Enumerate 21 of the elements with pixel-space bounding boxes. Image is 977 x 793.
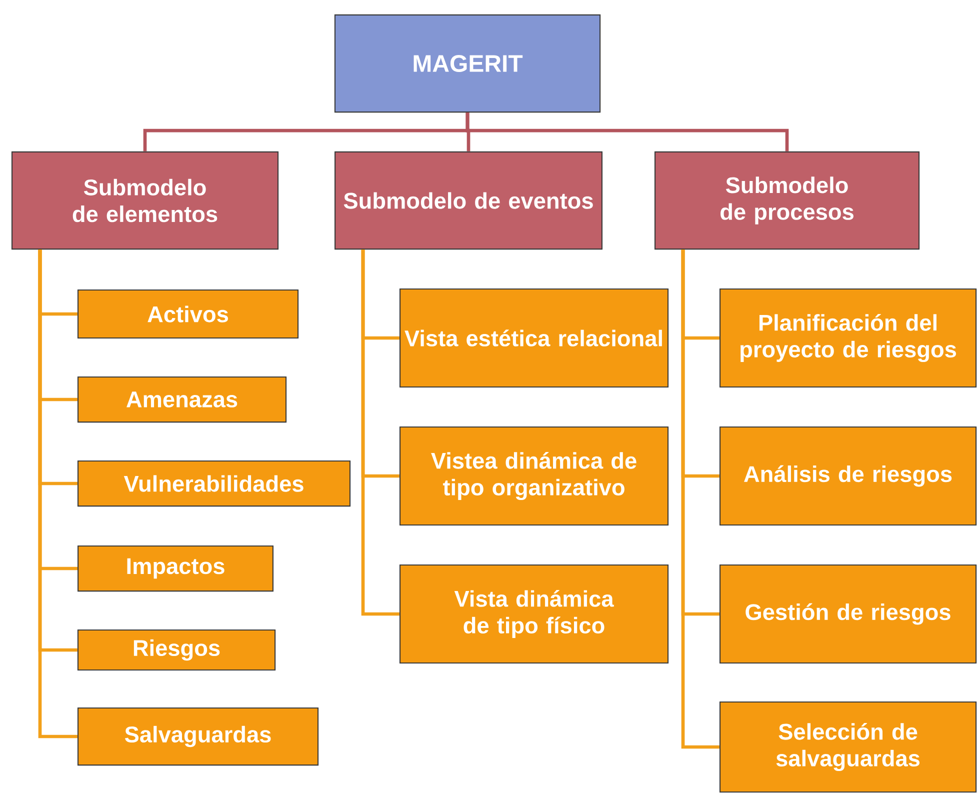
item-box: Salvaguardas <box>77 707 319 766</box>
submodel-box: Submodelo de elementos <box>11 151 279 250</box>
item-box: Amenazas <box>77 376 287 423</box>
item-box: Vista estética relacional <box>399 288 669 388</box>
root-box: MAGERIT <box>334 14 601 113</box>
connector-line <box>38 250 78 738</box>
item-box: Impactos <box>78 545 274 592</box>
connector-line <box>681 250 720 749</box>
submodel-box: Submodelo de eventos <box>334 151 602 250</box>
connector-line <box>466 112 789 152</box>
item-box: Vistea dinámica de tipo organizativo <box>399 426 669 526</box>
item-box: Riesgos <box>77 629 276 671</box>
item-box: Análisis de riesgos <box>719 426 977 526</box>
item-box: Vista dinámica de tipo físico <box>399 564 669 664</box>
item-box: Vulnerabilidades <box>77 460 351 507</box>
connector-line <box>361 250 400 616</box>
item-box: Gestión de riesgos <box>719 564 977 664</box>
item-box: Planificación del proyecto de riesgos <box>719 288 977 388</box>
item-box: Activos <box>77 289 299 339</box>
item-box: Selección de salvaguardas <box>719 701 977 793</box>
submodel-box: Submodelo de procesos <box>654 151 920 250</box>
